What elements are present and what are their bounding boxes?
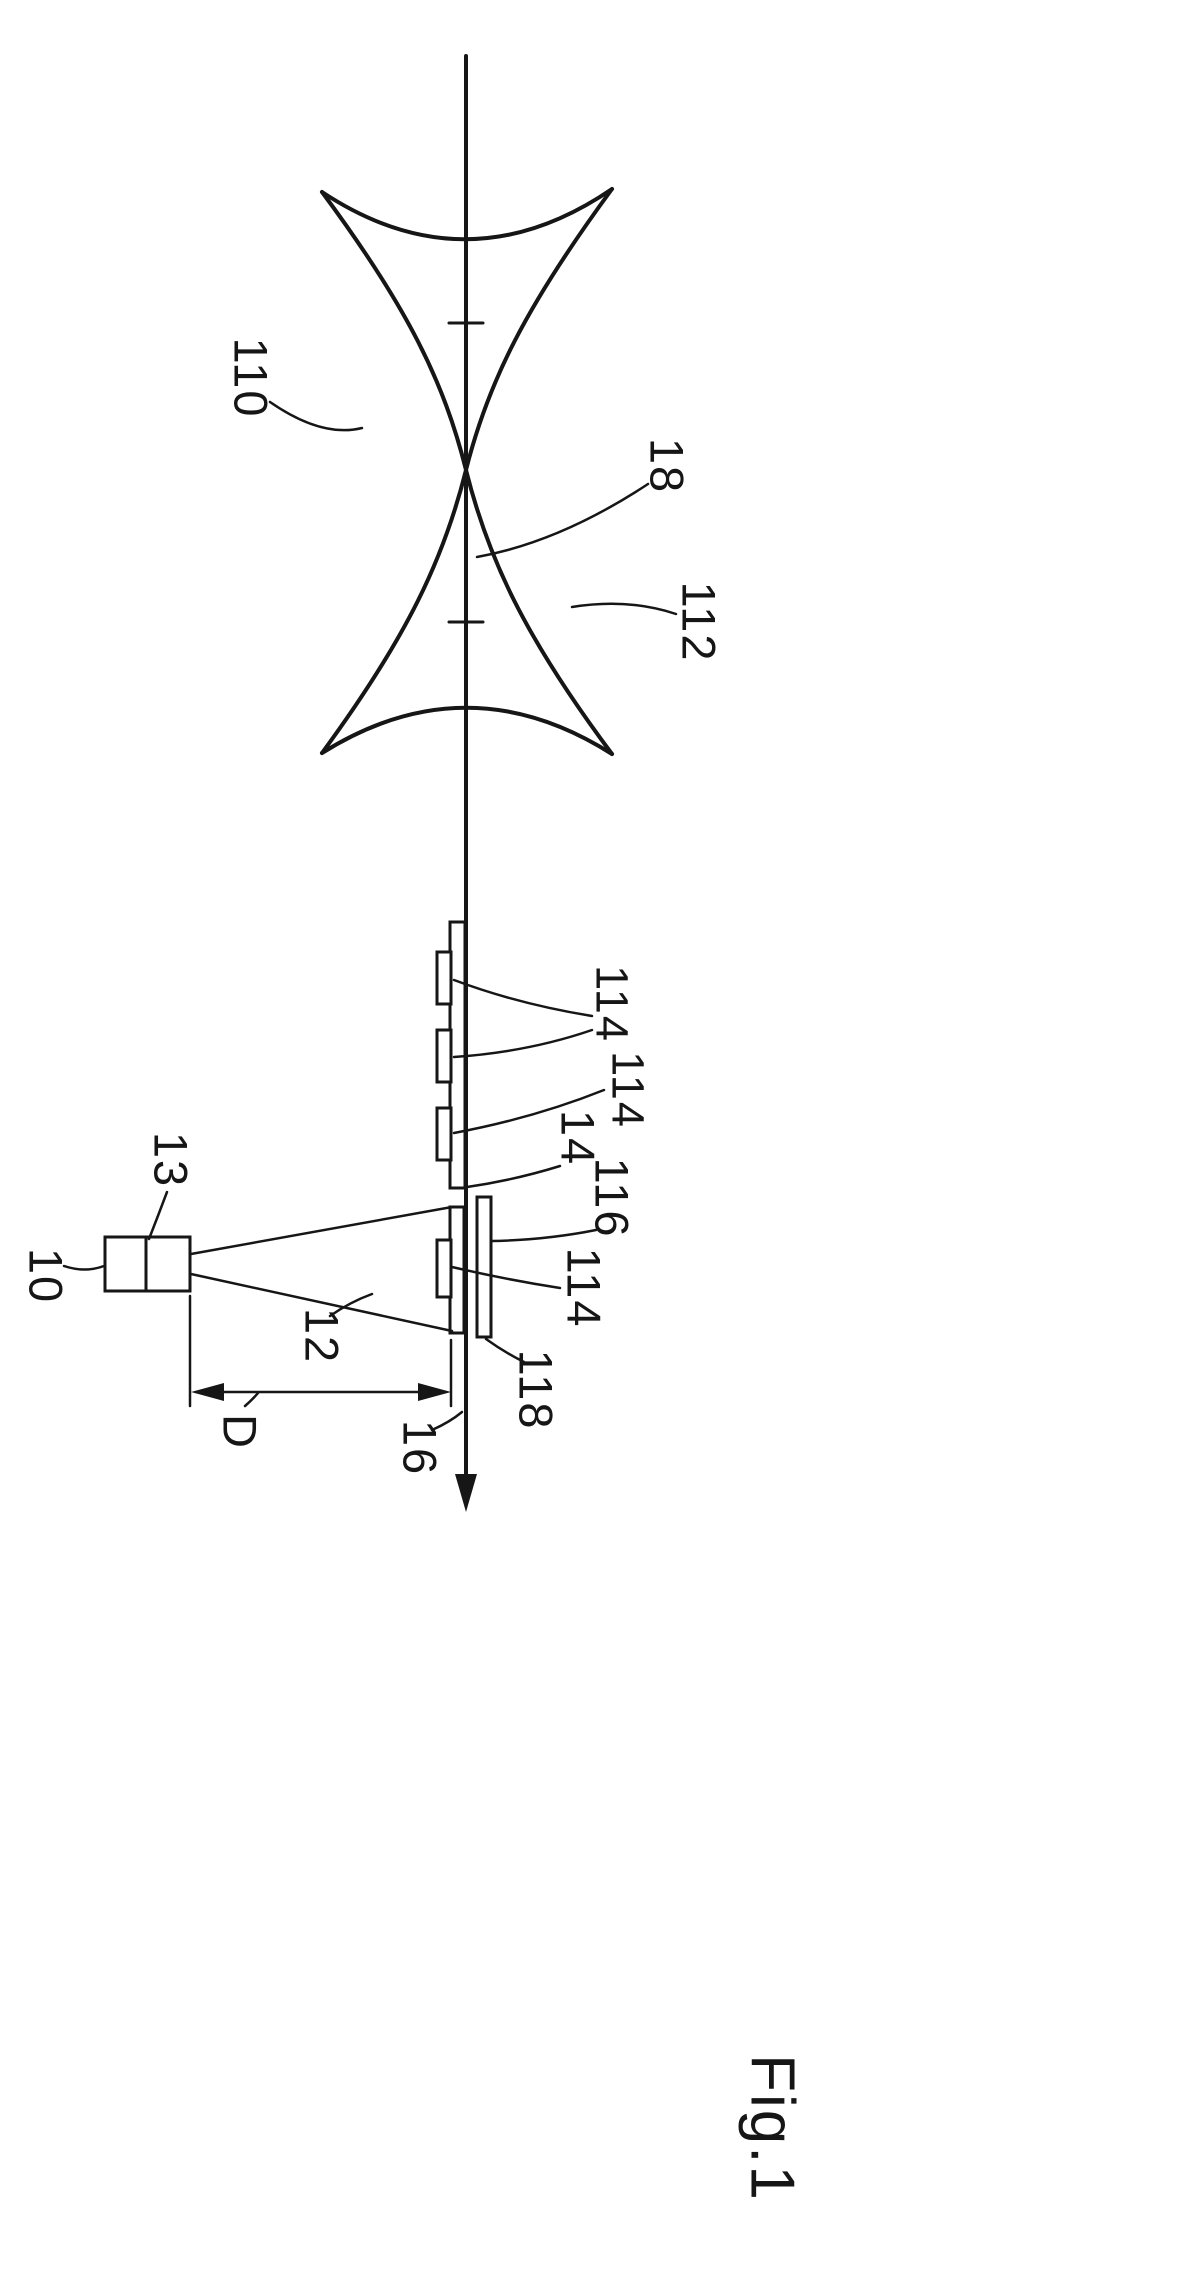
light-source-group bbox=[103, 1205, 454, 1333]
leader-114-b bbox=[452, 1088, 606, 1135]
element-114-3 bbox=[435, 1106, 453, 1162]
element-114-2 bbox=[435, 1028, 453, 1084]
ref-label-D: D bbox=[214, 1414, 267, 1450]
leader-116 bbox=[490, 1228, 598, 1243]
element-114-1 bbox=[435, 950, 453, 1006]
reference-labels-group: 110 18 112 114 114 14 116 114 118 12 13 … bbox=[20, 338, 726, 1477]
cover-strip-118 bbox=[475, 1195, 493, 1339]
ref-label-18: 18 bbox=[641, 438, 694, 494]
ref-label-114-b: 114 bbox=[603, 1051, 654, 1129]
leader-D bbox=[243, 1391, 260, 1408]
leader-114-a2 bbox=[452, 1028, 594, 1059]
ray-lower bbox=[189, 1272, 454, 1333]
leader-14 bbox=[465, 1164, 562, 1189]
ref-label-16: 16 bbox=[394, 1420, 447, 1476]
dimension-group bbox=[188, 1294, 453, 1408]
leader-lines-group bbox=[62, 400, 678, 1432]
leader-12 bbox=[328, 1292, 374, 1318]
ref-label-114-a: 114 bbox=[587, 965, 638, 1043]
leader-10 bbox=[62, 1264, 106, 1271]
lens-bottom-edge-curve bbox=[320, 705, 614, 756]
ref-label-118: 118 bbox=[510, 1350, 563, 1431]
ref-label-13: 13 bbox=[145, 1132, 198, 1188]
ref-label-110: 110 bbox=[225, 338, 278, 419]
leader-112 bbox=[570, 602, 678, 616]
leader-18 bbox=[475, 482, 650, 559]
figure-title: Fig.1 bbox=[738, 2054, 807, 2202]
ref-label-112: 112 bbox=[673, 582, 726, 663]
dimension-arrow-left bbox=[191, 1383, 224, 1401]
leader-13 bbox=[147, 1190, 169, 1241]
dimension-arrow-right bbox=[418, 1383, 451, 1401]
ray-upper bbox=[189, 1205, 454, 1256]
leader-118 bbox=[484, 1337, 526, 1364]
lens-top-edge-curve bbox=[320, 187, 614, 242]
ref-label-116: 116 bbox=[586, 1158, 639, 1239]
ref-label-10: 10 bbox=[20, 1248, 73, 1304]
leader-16 bbox=[430, 1410, 464, 1432]
ref-label-114-c: 114 bbox=[558, 1248, 611, 1329]
element-plane-group bbox=[435, 920, 493, 1339]
ref-label-14: 14 bbox=[552, 1110, 605, 1166]
leader-114-c bbox=[450, 1265, 562, 1290]
axis-arrowhead bbox=[455, 1474, 477, 1512]
leader-114-a1 bbox=[452, 978, 594, 1018]
element-114-4 bbox=[435, 1238, 453, 1299]
bowtie-lens-group bbox=[320, 187, 614, 756]
leader-110 bbox=[268, 400, 364, 432]
lens-diagonal-curve-right-to-left bbox=[320, 187, 614, 755]
ref-label-12: 12 bbox=[296, 1308, 349, 1364]
